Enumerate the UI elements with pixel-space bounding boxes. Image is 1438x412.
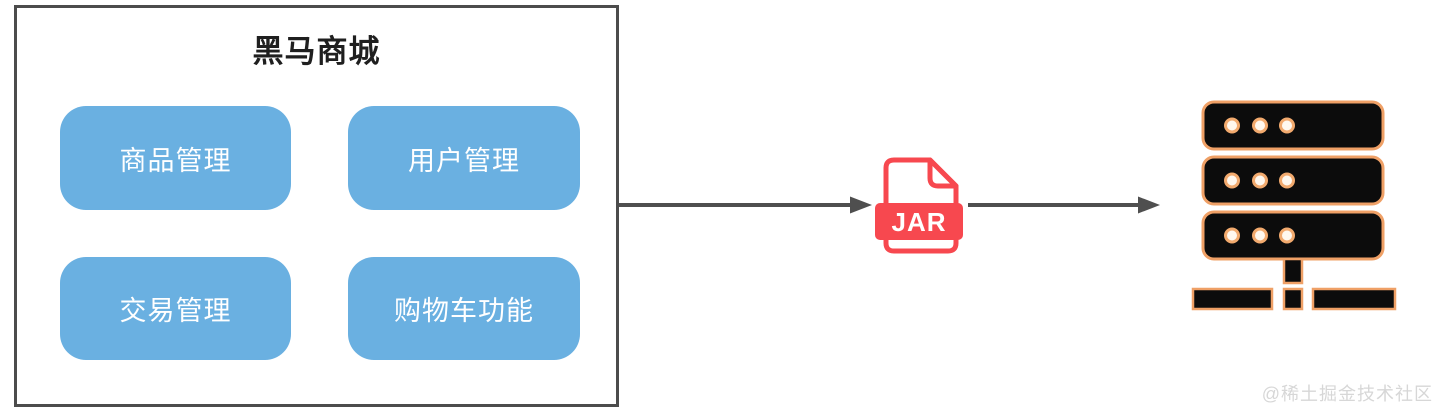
app-title: 黑马商城 <box>252 34 381 69</box>
module-trade-management: 交易管理 <box>60 257 291 360</box>
watermark-text: @稀土掘金技术社区 <box>1261 384 1433 404</box>
server-led <box>1279 117 1295 134</box>
server-led <box>1252 172 1268 189</box>
server-led <box>1279 227 1295 244</box>
file-fold-corner <box>927 157 959 189</box>
module-user-management: 用户管理 <box>348 106 580 210</box>
right-arrow-icon <box>1138 196 1160 214</box>
arrow-app-to-jar <box>619 196 872 214</box>
jar-label: JAR <box>891 207 946 237</box>
app-system-box: 黑马商城 商品管理 用户管理 交易管理 购物车功能 <box>14 5 619 407</box>
server-base-left <box>1191 287 1274 311</box>
server-led <box>1224 227 1240 244</box>
module-cart-feature: 购物车功能 <box>348 257 580 360</box>
server-led <box>1224 117 1240 134</box>
server-led <box>1279 172 1295 189</box>
right-arrow-icon <box>850 196 872 214</box>
server-led <box>1252 227 1268 244</box>
module-product-management: 商品管理 <box>60 106 291 210</box>
jar-file-icon: JAR <box>875 157 963 254</box>
server-stand <box>1282 257 1304 285</box>
server-base-right <box>1311 287 1397 311</box>
server-led <box>1224 172 1240 189</box>
server-base-center <box>1282 287 1304 311</box>
server-icon <box>1191 100 1397 311</box>
arrow-jar-to-server <box>968 196 1160 214</box>
server-led <box>1252 117 1268 134</box>
jar-banner <box>875 203 963 240</box>
